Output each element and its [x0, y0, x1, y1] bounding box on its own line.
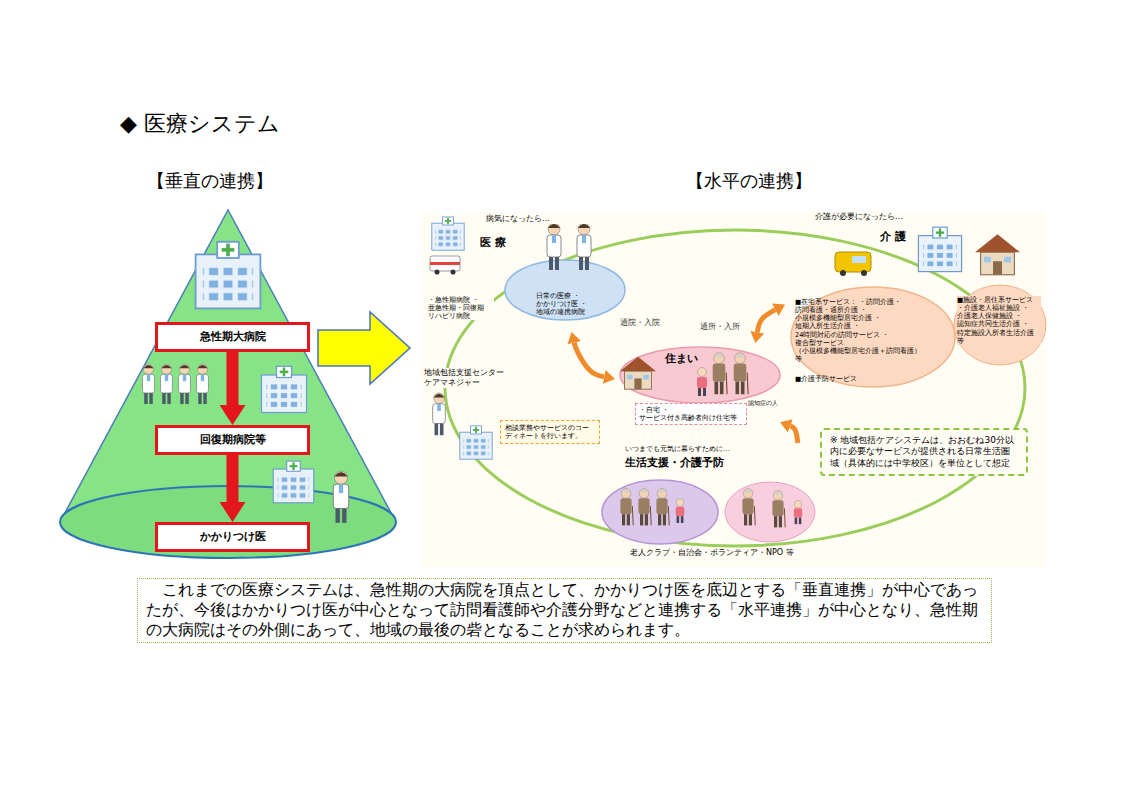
- item-list: 老人クラブ・自治会・ボランティア・NPO 等: [630, 548, 815, 558]
- ellipse-title: 生活支援・介護予防: [625, 456, 755, 470]
- ambulance-icon: [430, 262, 460, 265]
- page-title: ◆ 医療システム: [120, 110, 280, 138]
- care-level-box: かかりつけ医: [155, 522, 310, 552]
- connector-arrow: [757, 310, 775, 332]
- doctor-icon: [161, 364, 173, 404]
- note-text: ※ 地域包括ケアシステムは、おおむね30分以内に必要なサービスが提供される日常生…: [830, 435, 1018, 469]
- box-label: 回復期病院等: [200, 433, 266, 447]
- care-manager-icon: [433, 393, 492, 459]
- ellipse-title: 医 療: [480, 236, 514, 250]
- item-list: ・急性期病院 ・亜急性期・回復期 リハビリ病院: [428, 296, 494, 320]
- hospital-icon: [432, 217, 464, 250]
- ellipse-shape: [602, 480, 718, 544]
- hospital-icon: [432, 217, 464, 250]
- care-car-icon: [835, 252, 871, 276]
- doctor-icon: [197, 364, 209, 404]
- ambulance-icon: [430, 256, 460, 275]
- person-icon: [713, 353, 727, 394]
- care-car-icon: [861, 270, 867, 276]
- ellipse-title: 住まい: [665, 352, 710, 366]
- pyramid: [60, 210, 396, 558]
- hospital-icon: [273, 461, 314, 503]
- elderly-people-icon: [742, 489, 755, 526]
- ellipse-shape: [620, 347, 780, 403]
- hospital-icon: [196, 242, 261, 309]
- person-icon: [547, 223, 561, 270]
- item-list: ■施設・居住系サービス ・介護老人福祉施設 ・介護老人保健施設 ・認知症共同生活…: [957, 296, 1041, 345]
- doctor-icon: [179, 364, 191, 404]
- item-list: ■介護予防サービス: [795, 375, 885, 383]
- connector-arrow: [227, 455, 239, 502]
- care-facility-icon: [975, 234, 1020, 275]
- ellipse-shape: [505, 260, 625, 320]
- person-label: 認知症の人: [748, 399, 778, 407]
- care-level-box: 急性期大病院: [155, 322, 310, 352]
- care-manager-label: 地域包括支援センター ケアマネジャー: [424, 368, 519, 388]
- elderly-people-icon: [772, 491, 785, 528]
- edge-label: 通院・入院: [620, 318, 660, 328]
- caption-box: これまでの医療システムは、急性期の大病院を頂点として、かかりつけ医を底辺とする「…: [137, 578, 992, 643]
- person-icon: [638, 489, 651, 526]
- ellipse-heading: いつまでも元気に暮らすために…: [625, 445, 795, 454]
- doctor-icon: [143, 364, 155, 404]
- callout-text: 相談業務やサービスのコーディネートを行います。: [505, 424, 595, 440]
- elderly-people-icon: [794, 500, 802, 524]
- panel: [420, 212, 1045, 567]
- care-facility-icon: [918, 227, 1020, 275]
- ellipse-title: 介 護: [880, 230, 914, 244]
- hospital-icon: [196, 242, 314, 503]
- medical-ellipse: 病気になったら… 医 療・急性期病院 ・亜急性期・回復期 リハビリ病院 日常の医療 …: [424, 214, 629, 332]
- elderly-people-icon: [742, 489, 802, 528]
- care-car-icon: [852, 256, 866, 263]
- support-ellipse: [725, 482, 815, 542]
- box-label: かかりつけ医: [200, 530, 266, 544]
- doctor-icon: [333, 471, 348, 523]
- note-box: ※ 地域包括ケアシステムは、おおむね30分以内に必要なサービスが提供される日常生…: [820, 428, 1028, 476]
- care-ellipse: 介護が必要になったら… 介 護 ■在宅系サービス： ・訪問介護・訪問看護・通所介護 …: [785, 212, 1043, 397]
- home-type-box: ・自宅 ・サービス付き高齢者向け住宅等: [635, 403, 747, 425]
- ambulance-icon: [451, 270, 456, 275]
- connector-arrow: [790, 426, 797, 443]
- support-ellipse: いつまでも元気に暮らすために… 生活支援・介護予防老人クラブ・自治会・ボランティア…: [600, 443, 815, 561]
- section-heading: 【水平の連携】: [686, 170, 812, 193]
- home-ellipse: 住まい・自宅 ・サービス付き高齢者向け住宅等: [615, 343, 780, 433]
- person-icon: [620, 489, 633, 526]
- hospital-icon: [262, 366, 307, 412]
- care-car-icon: [840, 270, 846, 276]
- connector-arrow: [574, 343, 604, 377]
- care-ring: [445, 230, 1025, 546]
- ellipse-heading: 病気になったら…: [486, 214, 606, 224]
- care-facility-icon: [918, 227, 961, 271]
- section-heading: 【垂直の連携】: [147, 170, 273, 193]
- person-icon: [697, 368, 707, 397]
- care-level-box: 回復期病院等: [155, 425, 310, 455]
- care-car-icon: [835, 252, 871, 272]
- ellipse-heading: 介護が必要になったら…: [815, 212, 965, 222]
- person-icon: [676, 499, 685, 523]
- doctor-icon: [143, 364, 349, 523]
- callout-box: 相談業務やサービスのコーディネートを行います。: [500, 420, 600, 444]
- ellipse-shape: [791, 287, 955, 387]
- person-icon: [577, 223, 591, 270]
- edge-label: 通所・入所: [700, 322, 740, 332]
- item-list: 日常の医療 ・かかりつけ医 ・地域の連携病院: [536, 292, 600, 316]
- item-list: ■在宅系サービス： ・訪問介護・訪問看護・通所介護 ・小規模多機能型居宅介護 ・…: [795, 298, 927, 363]
- care-manager-icon: [460, 426, 492, 459]
- person-icon: [620, 357, 656, 389]
- connector-arrow: [227, 352, 239, 405]
- person-icon: [656, 489, 669, 526]
- person-icon: [734, 353, 748, 394]
- ambulance-icon: [435, 270, 440, 275]
- care-manager-icon: [433, 393, 446, 435]
- care-ellipse: [954, 285, 1046, 365]
- yellow-arrow: [318, 312, 410, 384]
- box-label: 急性期大病院: [200, 330, 266, 344]
- ambulance-icon: [430, 256, 460, 271]
